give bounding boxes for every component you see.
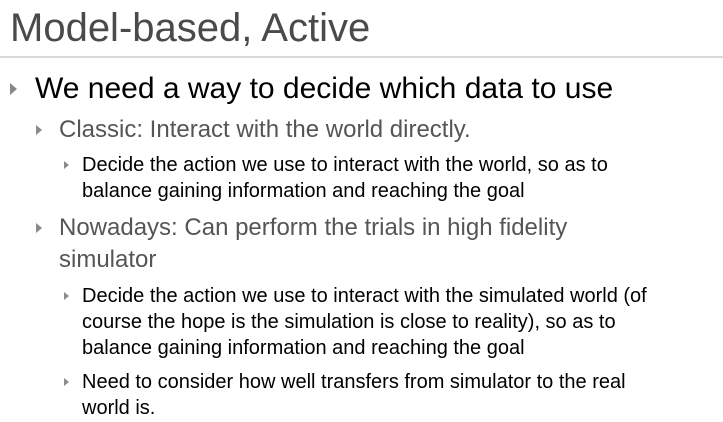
bullet-arrow-icon [64, 292, 69, 300]
bullet-arrow-icon [64, 161, 69, 169]
slide-title: Model-based, Active [10, 6, 371, 50]
bullet-line: Decide the action we use to interact wit… [82, 154, 608, 176]
title-divider [0, 56, 723, 58]
bullet-line: balance gaining information and reaching… [82, 337, 525, 359]
bullet-arrow-icon [10, 83, 17, 95]
bullet-arrow-icon [36, 223, 42, 233]
bullet-text: Nowadays: Can perform the trials in high… [59, 212, 567, 276]
bullet-level3-classic-action: Decide the action we use to interact wit… [64, 152, 608, 204]
bullet-line: Classic: Interact with the world directl… [59, 116, 471, 143]
bullet-line: Need to consider how well transfers from… [82, 371, 626, 393]
bullet-arrow-icon [36, 125, 42, 135]
bullet-text: Classic: Interact with the world directl… [59, 114, 471, 146]
bullet-line: Nowadays: Can perform the trials in high… [59, 214, 568, 241]
bullet-level3-simulated-action: Decide the action we use to interact wit… [64, 283, 647, 361]
bullet-level3-transfer: Need to consider how well transfers from… [64, 369, 626, 421]
bullet-level2-classic: Classic: Interact with the world directl… [36, 114, 471, 146]
bullet-arrow-icon [64, 378, 69, 386]
bullet-line: world is. [82, 397, 156, 419]
bullet-line: course the hope is the simulation is clo… [82, 311, 616, 333]
bullet-line: Decide the action we use to interact wit… [82, 285, 647, 307]
bullet-level2-nowadays: Nowadays: Can perform the trials in high… [36, 212, 567, 276]
bullet-line: simulator [59, 246, 157, 273]
bullet-line: balance gaining information and reaching… [82, 180, 525, 202]
bullet-level1: We need a way to decide which data to us… [10, 71, 613, 107]
bullet-text: Decide the action we use to interact wit… [82, 152, 608, 204]
bullet-text: Need to consider how well transfers from… [82, 369, 626, 421]
bullet-text: Decide the action we use to interact wit… [82, 283, 647, 361]
bullet-text: We need a way to decide which data to us… [35, 72, 614, 105]
